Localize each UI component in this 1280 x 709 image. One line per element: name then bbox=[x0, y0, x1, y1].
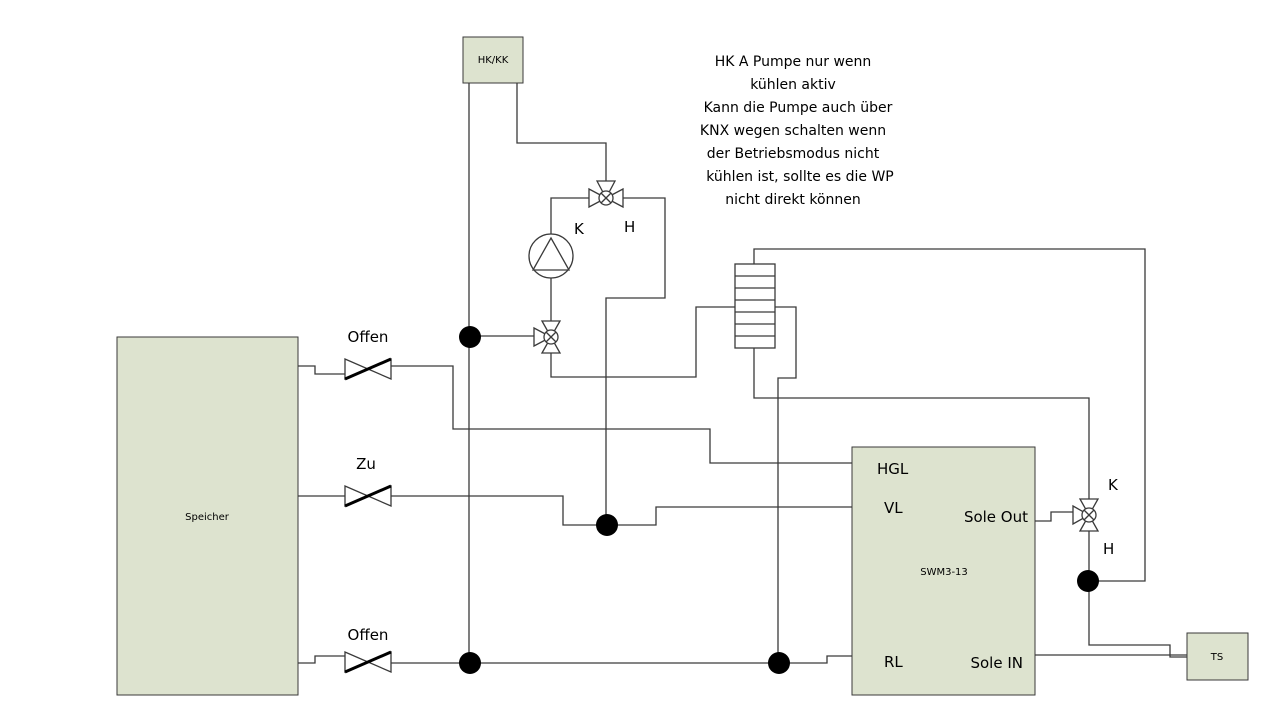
ts-box: TS bbox=[1186, 632, 1249, 681]
note-line: KNX wegen schalten wenn bbox=[700, 123, 886, 139]
valve-mid-label: Zu bbox=[356, 455, 376, 473]
hkkk-label: HK/KK bbox=[478, 55, 509, 66]
speicher-box: Speicher bbox=[116, 336, 299, 696]
three-way-valve-icon bbox=[1072, 498, 1100, 532]
port-vl-label: VL bbox=[884, 499, 903, 517]
pipes bbox=[298, 83, 1187, 664]
junction-dot-icon bbox=[596, 514, 618, 536]
three-way-valve-icon bbox=[588, 180, 624, 209]
three-way-valve-icon bbox=[533, 320, 562, 354]
note-line: nicht direkt können bbox=[725, 192, 861, 208]
note-line: Kann die Pumpe auch über bbox=[704, 100, 893, 116]
hkkk-box: HK/KK bbox=[462, 36, 524, 84]
port-hgl-label: HGL bbox=[877, 460, 909, 478]
junction-dot-icon bbox=[1077, 570, 1099, 592]
annotation-note: HK A Pumpe nur wenn kühlen aktiv Kann di… bbox=[700, 54, 894, 208]
note-line: kühlen aktiv bbox=[750, 77, 836, 93]
gate-valve-icon bbox=[344, 357, 392, 381]
gate-valve-icon bbox=[344, 484, 392, 508]
port-sole-in-label: Sole IN bbox=[970, 654, 1023, 672]
port-letter-k: K bbox=[1108, 476, 1119, 494]
valve-top-label: Offen bbox=[348, 328, 389, 346]
port-letter-k: K bbox=[574, 220, 585, 238]
junctions bbox=[459, 326, 1099, 674]
note-line: HK A Pumpe nur wenn bbox=[715, 54, 872, 70]
port-rl-label: RL bbox=[884, 653, 903, 671]
junction-dot-icon bbox=[459, 652, 481, 674]
valve-bottom-label: Offen bbox=[348, 626, 389, 644]
swm-box: SWM3-13 HGL VL RL Sole Out Sole IN bbox=[851, 446, 1036, 696]
junction-dot-icon bbox=[459, 326, 481, 348]
ts-label: TS bbox=[1210, 652, 1223, 663]
speicher-label: Speicher bbox=[185, 512, 230, 523]
note-line: der Betriebsmodus nicht bbox=[707, 146, 880, 162]
port-letter-h: H bbox=[1103, 540, 1114, 558]
junction-dot-icon bbox=[768, 652, 790, 674]
heat-exchanger-icon bbox=[734, 263, 776, 349]
swm-label: SWM3-13 bbox=[920, 567, 968, 578]
note-line: kühlen ist, sollte es die WP bbox=[706, 169, 894, 185]
pump-icon bbox=[528, 233, 574, 279]
port-letter-h: H bbox=[624, 218, 635, 236]
port-sole-out-label: Sole Out bbox=[964, 508, 1028, 526]
gate-valve-icon bbox=[344, 650, 392, 674]
